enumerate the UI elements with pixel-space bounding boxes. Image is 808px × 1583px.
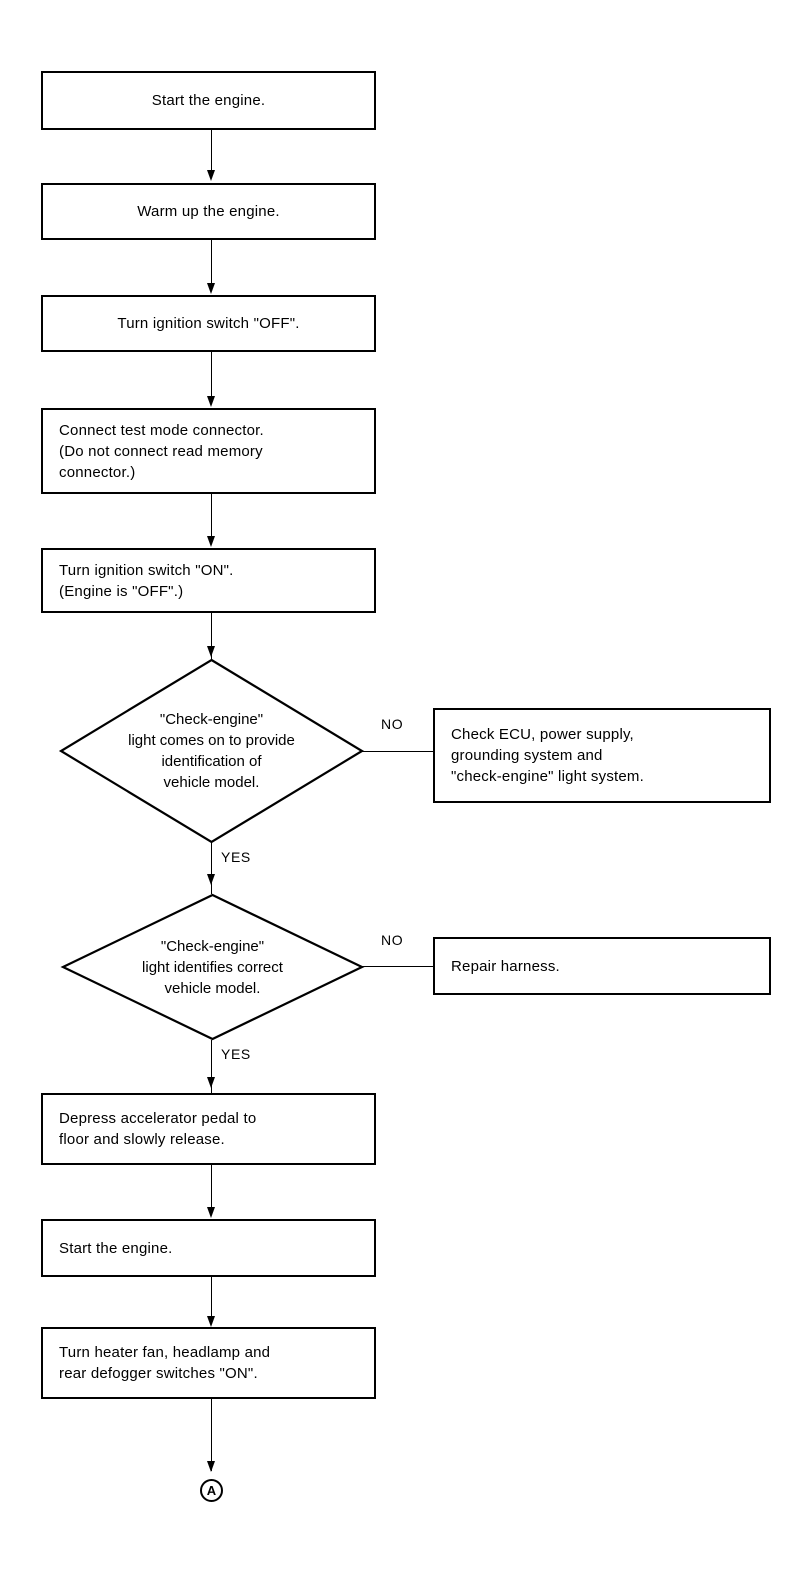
connector-depress-pedal-to-start-engine [211,1165,212,1215]
flow-node-label: Turn ignition switch "ON". (Engine is "O… [59,561,234,600]
arrowhead-icon [206,1316,215,1327]
connector-test-connector-to-ignition-on [211,494,212,544]
flow-node-label: Turn heater fan, headlamp and rear defog… [59,1344,271,1382]
arrowhead-icon [206,1207,215,1218]
flow-node-turn-heater-fan-headlamp-defogger: Turn heater fan, headlamp and rear defog… [41,1327,376,1399]
arrowhead-icon [206,170,215,181]
connector-decision-1-yes-branch [211,843,212,894]
branch-label-no-2: NO [381,932,404,948]
flow-node-ignition-switch-on: Turn ignition switch "ON". (Engine is "O… [41,548,376,613]
flow-node-label: Connect test mode connector. (Do not con… [59,421,264,481]
flow-node-label: Check ECU, power supply, grounding syste… [451,726,644,785]
flow-node-label: Start the engine. [151,92,266,109]
flow-decision-check-engine-light-identifies-model: "Check-engine" light identifies correct … [60,893,365,1041]
flow-node-label: Turn ignition switch "OFF". [117,315,300,332]
flow-connector-label: A [206,1483,217,1498]
arrowhead-icon [206,1077,215,1088]
flow-node-ignition-switch-off: Turn ignition switch "OFF". [41,295,376,352]
branch-label-no-1: NO [381,716,404,732]
arrowhead-icon [206,1461,215,1472]
flow-node-label: Depress accelerator pedal to floor and s… [59,1110,257,1148]
flow-node-start-the-engine-second: Start the engine. [41,1219,376,1277]
flow-node-check-ecu-power-supply: Check ECU, power supply, grounding syste… [433,708,771,803]
flow-node-repair-harness: Repair harness. [433,937,771,995]
connector-ignition-off-to-test-connector [211,352,212,404]
flow-node-warm-up-the-engine: Warm up the engine. [41,183,376,240]
connector-switches-on-to-connector-a [211,1399,212,1471]
connector-decision-2-no-branch [362,966,433,967]
diamond-shape-icon [58,658,365,844]
connector-start-engine-to-switches-on [211,1277,212,1324]
connector-start-to-warmup [211,130,212,172]
flow-node-depress-accelerator-pedal: Depress accelerator pedal to floor and s… [41,1093,376,1165]
connector-warmup-to-ignition-off [211,240,212,284]
arrowhead-icon [206,646,215,657]
flow-node-start-the-engine: Start the engine. [41,71,376,130]
connector-decision-2-yes-branch [211,1040,212,1093]
arrowhead-icon [206,874,215,885]
arrowhead-icon [206,396,215,407]
flow-node-label: Repair harness. [451,957,560,975]
flow-node-label: Warm up the engine. [137,203,280,220]
flow-node-label: Start the engine. [59,1239,173,1257]
branch-label-yes-1: YES [221,849,251,865]
diamond-shape-icon [60,893,365,1041]
arrowhead-icon [206,536,215,547]
flow-decision-check-engine-light-comes-on: "Check-engine" light comes on to provide… [58,658,365,844]
connector-decision-1-no-branch [362,751,433,752]
flow-connector-a: A [200,1479,223,1502]
arrowhead-icon [206,283,215,294]
branch-label-yes-2: YES [221,1046,251,1062]
connector-ignition-on-to-decision-1 [211,613,212,659]
flow-node-connect-test-mode-connector: Connect test mode connector. (Do not con… [41,408,376,494]
